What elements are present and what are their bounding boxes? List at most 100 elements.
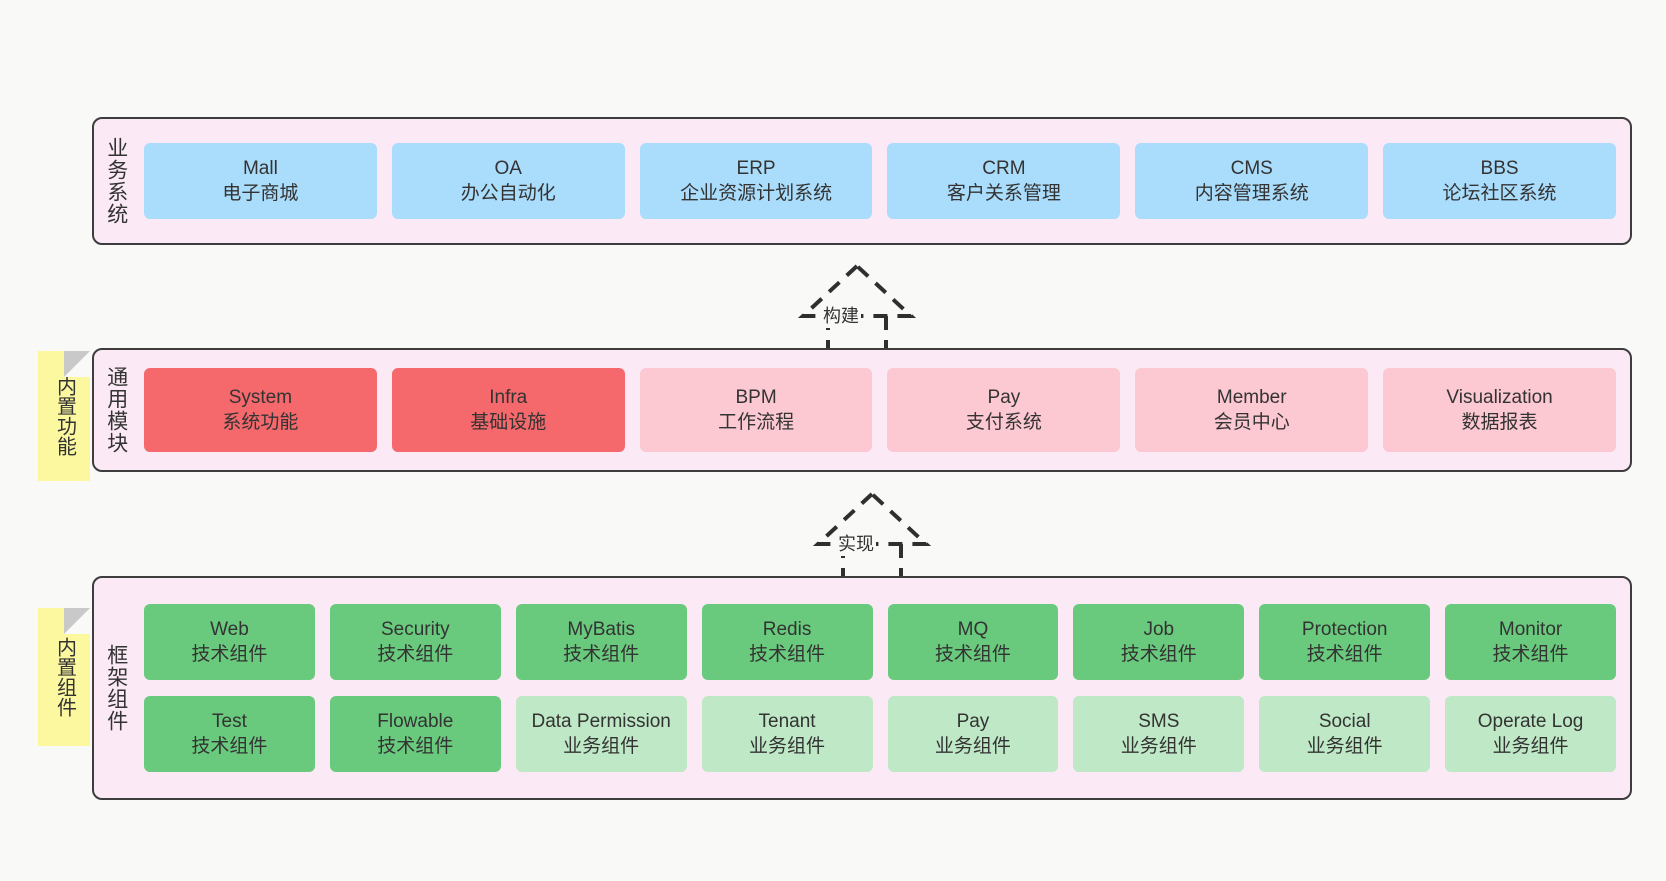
- card-security[interactable]: Security 技术组件: [329, 604, 501, 680]
- card-bpm-title: BPM: [735, 386, 777, 408]
- card-social[interactable]: Social 业务组件: [1259, 696, 1431, 772]
- card-bbs-subtitle: 论坛社区系统: [1442, 183, 1557, 204]
- card-data-permission-subtitle: 业务组件: [563, 736, 640, 757]
- card-pay-component-title: Pay: [956, 710, 990, 732]
- card-tenant-title: Tenant: [758, 710, 816, 732]
- card-flowable-subtitle: 技术组件: [377, 736, 454, 757]
- card-social-subtitle: 业务组件: [1306, 736, 1383, 757]
- sticky-builtin-functions: 内置功能: [38, 351, 90, 481]
- card-system-subtitle: 系统功能: [222, 412, 299, 433]
- card-visualization-title: Visualization: [1446, 386, 1553, 408]
- card-web-subtitle: 技术组件: [191, 644, 268, 665]
- card-cms[interactable]: CMS 内容管理系统: [1135, 143, 1369, 219]
- card-bbs[interactable]: BBS 论坛社区系统: [1383, 143, 1616, 219]
- card-visualization[interactable]: Visualization 数据报表: [1383, 368, 1616, 452]
- card-mall-subtitle: 电子商城: [222, 183, 299, 204]
- card-monitor-subtitle: 技术组件: [1492, 644, 1569, 665]
- sticky-builtin-components-label: 内置组件: [53, 637, 76, 717]
- card-crm[interactable]: CRM 客户关系管理: [887, 143, 1121, 219]
- card-crm-title: CRM: [982, 157, 1026, 179]
- card-mq-subtitle: 技术组件: [934, 644, 1011, 665]
- card-job[interactable]: Job 技术组件: [1073, 604, 1245, 680]
- card-mall[interactable]: Mall 电子商城: [144, 143, 377, 219]
- layer-common-modules-caption: 通用模块: [104, 366, 128, 454]
- layer-framework-components-caption: 框架组件: [104, 644, 128, 732]
- card-flowable[interactable]: Flowable 技术组件: [329, 696, 501, 772]
- card-flowable-title: Flowable: [377, 710, 454, 732]
- card-test-subtitle: 技术组件: [191, 736, 268, 757]
- card-pay-module-title: Pay: [987, 386, 1021, 408]
- card-social-title: Social: [1318, 710, 1371, 732]
- layer-common-modules: 通用模块 System 系统功能 Infra 基础设施 BPM 工作流程 Pay…: [92, 348, 1632, 472]
- implement-arrow-label: 实现: [836, 530, 876, 556]
- card-job-title: Job: [1143, 618, 1175, 640]
- card-redis-subtitle: 技术组件: [749, 644, 826, 665]
- card-crm-subtitle: 客户关系管理: [946, 183, 1061, 204]
- card-data-permission-title: Data Permission: [531, 710, 671, 732]
- card-pay-component-subtitle: 业务组件: [934, 736, 1011, 757]
- layer-framework-components: 框架组件 Web 技术组件 Security 技术组件 MyBatis 技术组件…: [92, 576, 1632, 800]
- card-oa-title: OA: [494, 157, 522, 179]
- card-oa-subtitle: 办公自动化: [460, 183, 556, 204]
- card-test[interactable]: Test 技术组件: [144, 696, 315, 772]
- sticky-builtin-functions-label: 内置功能: [53, 376, 76, 456]
- card-web-title: Web: [210, 618, 249, 640]
- business-systems-row: Mall 电子商城 OA 办公自动化 ERP 企业资源计划系统 CRM 客户关系…: [144, 143, 1616, 219]
- card-operate-log[interactable]: Operate Log 业务组件: [1445, 696, 1616, 772]
- card-pay-component[interactable]: Pay 业务组件: [887, 696, 1059, 772]
- layer-business-systems-body: Mall 电子商城 OA 办公自动化 ERP 企业资源计划系统 CRM 客户关系…: [138, 119, 1630, 243]
- card-system-title: System: [228, 386, 293, 408]
- card-oa[interactable]: OA 办公自动化: [391, 143, 625, 219]
- card-bbs-title: BBS: [1480, 157, 1519, 179]
- card-sms-title: SMS: [1138, 710, 1180, 732]
- card-mybatis[interactable]: MyBatis 技术组件: [515, 604, 687, 680]
- card-infra[interactable]: Infra 基础设施: [391, 368, 625, 452]
- card-infra-title: Infra: [489, 386, 528, 408]
- build-arrow-label: 构建: [821, 302, 861, 328]
- card-security-title: Security: [380, 618, 450, 640]
- card-member-subtitle: 会员中心: [1213, 412, 1290, 433]
- card-bpm-subtitle: 工作流程: [718, 412, 795, 433]
- card-visualization-subtitle: 数据报表: [1461, 412, 1538, 433]
- card-operate-log-subtitle: 业务组件: [1492, 736, 1569, 757]
- card-member-title: Member: [1216, 386, 1287, 408]
- card-bpm[interactable]: BPM 工作流程: [639, 368, 873, 452]
- card-erp[interactable]: ERP 企业资源计划系统: [639, 143, 873, 219]
- card-mybatis-title: MyBatis: [567, 618, 635, 640]
- card-operate-log-title: Operate Log: [1477, 710, 1584, 732]
- card-redis[interactable]: Redis 技术组件: [701, 604, 873, 680]
- framework-components-row-2: Test 技术组件 Flowable 技术组件 Data Permission …: [144, 696, 1616, 772]
- card-test-title: Test: [212, 710, 247, 732]
- common-modules-row: System 系统功能 Infra 基础设施 BPM 工作流程 Pay 支付系统…: [144, 368, 1616, 452]
- card-sms-subtitle: 业务组件: [1120, 736, 1197, 757]
- card-pay-module[interactable]: Pay 支付系统: [887, 368, 1121, 452]
- implement-arrow: 实现: [812, 490, 932, 588]
- card-protection-title: Protection: [1301, 618, 1388, 640]
- card-web[interactable]: Web 技术组件: [144, 604, 315, 680]
- card-data-permission[interactable]: Data Permission 业务组件: [515, 696, 687, 772]
- card-system[interactable]: System 系统功能: [144, 368, 377, 452]
- card-pay-module-subtitle: 支付系统: [965, 412, 1042, 433]
- card-sms[interactable]: SMS 业务组件: [1073, 696, 1245, 772]
- card-erp-subtitle: 企业资源计划系统: [680, 183, 833, 204]
- card-erp-title: ERP: [736, 157, 776, 179]
- card-protection[interactable]: Protection 技术组件: [1259, 604, 1431, 680]
- card-tenant-subtitle: 业务组件: [749, 736, 826, 757]
- card-security-subtitle: 技术组件: [377, 644, 454, 665]
- layer-common-modules-body: System 系统功能 Infra 基础设施 BPM 工作流程 Pay 支付系统…: [138, 350, 1630, 470]
- card-protection-subtitle: 技术组件: [1306, 644, 1383, 665]
- card-member[interactable]: Member 会员中心: [1135, 368, 1369, 452]
- sticky-builtin-components: 内置组件: [38, 608, 90, 746]
- card-cms-subtitle: 内容管理系统: [1194, 183, 1309, 204]
- card-mq[interactable]: MQ 技术组件: [887, 604, 1059, 680]
- card-cms-title: CMS: [1230, 157, 1273, 179]
- card-mq-title: MQ: [957, 618, 989, 640]
- card-mybatis-subtitle: 技术组件: [563, 644, 640, 665]
- card-tenant[interactable]: Tenant 业务组件: [701, 696, 873, 772]
- card-monitor[interactable]: Monitor 技术组件: [1445, 604, 1616, 680]
- card-redis-title: Redis: [762, 618, 812, 640]
- card-infra-subtitle: 基础设施: [470, 412, 547, 433]
- card-job-subtitle: 技术组件: [1120, 644, 1197, 665]
- layer-framework-components-body: Web 技术组件 Security 技术组件 MyBatis 技术组件 Redi…: [138, 578, 1630, 798]
